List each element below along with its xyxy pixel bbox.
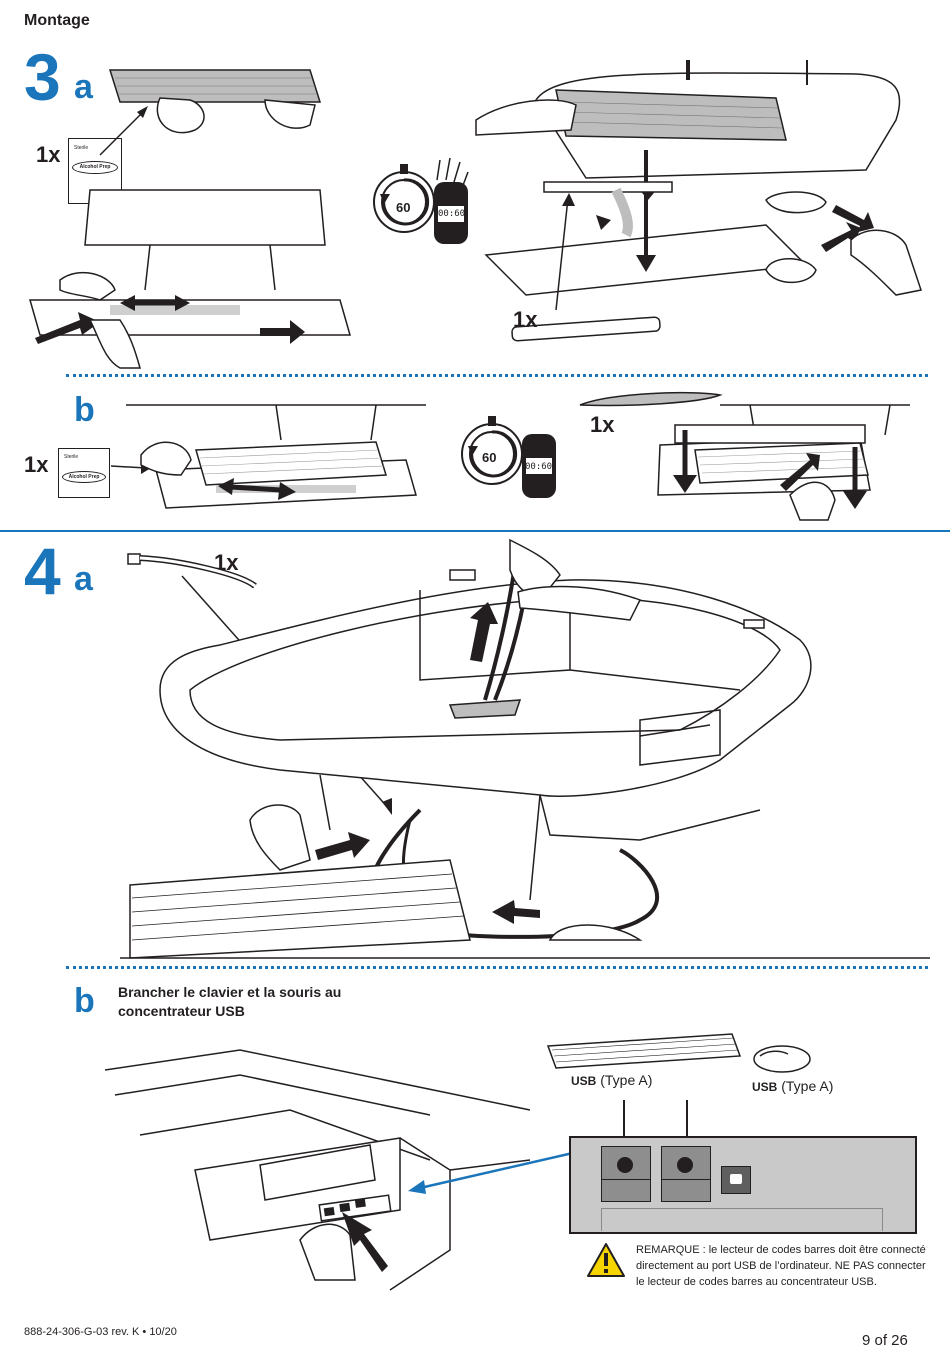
page-title: Montage <box>24 12 90 29</box>
step-4b-letter: b <box>74 982 95 1020</box>
mouse-pad <box>765 191 827 214</box>
document-number: 888-24-306-G-03 rev. K • 10/20 <box>24 1326 177 1338</box>
wipe-oval-label: Alcohol Prep <box>62 471 106 483</box>
hand-shape <box>156 97 205 134</box>
timer-60-seconds <box>461 416 556 498</box>
connector-line <box>623 1100 625 1158</box>
timer-clock-display: 00:60 <box>525 462 553 472</box>
hand-shape <box>850 229 922 296</box>
keyboard-usb-label: USB (Type A) <box>571 1072 653 1088</box>
callout-arrow <box>408 1148 587 1194</box>
illustration-4b-usb-hub <box>104 1049 531 1291</box>
step-3a-wipe-quantity: 1x <box>36 142 61 167</box>
step-3b-strip-quantity: 1x <box>590 412 615 437</box>
keyboard-shape <box>694 442 869 484</box>
mouse-usb-label: USB (Type A) <box>752 1078 834 1094</box>
hand-shape <box>475 99 577 136</box>
step-3-number: 3 <box>24 40 61 114</box>
panel-slot <box>601 1208 883 1231</box>
connector-line <box>686 1100 688 1158</box>
step-4a-letter: a <box>74 560 93 598</box>
arrow-shape <box>315 832 370 860</box>
tray-body <box>84 189 326 246</box>
warning-note-text: REMARQUE : le lecteur de codes barres do… <box>636 1244 926 1288</box>
illustration-4a-route-cables <box>120 538 930 959</box>
keyboard-icon <box>546 1033 742 1069</box>
section-divider <box>66 966 928 969</box>
usb-type-a-port <box>661 1146 711 1202</box>
page-number: 9 of 26 <box>862 1332 908 1349</box>
mouse-icon <box>753 1045 811 1073</box>
section-divider <box>66 374 928 377</box>
hand-shape <box>517 585 642 621</box>
step-3a-strip-quantity: 1x <box>513 307 538 332</box>
step-3b-wipe-quantity: 1x <box>24 452 49 477</box>
section-divider <box>0 530 950 532</box>
wipe-oval-label: Alcohol Prep <box>72 161 118 174</box>
adhesive-strip <box>511 316 661 342</box>
wipe-sterile-label: Sterile <box>64 454 79 460</box>
usb-hub-ports <box>318 1194 392 1222</box>
keyboard-shape <box>195 441 387 486</box>
illustration-3b-clean-shelf <box>110 404 426 509</box>
step-3a-letter: a <box>74 68 93 106</box>
alcohol-wipe-packet: Sterile Alcohol Prep <box>58 448 110 498</box>
keyboard-shape <box>129 859 471 959</box>
step-3b-letter: b <box>74 391 95 429</box>
arrow-shape <box>35 312 100 344</box>
usb-type-a-port <box>601 1146 651 1202</box>
wipe-sterile-label: Sterile <box>74 145 89 151</box>
usb-type-b-port <box>721 1166 751 1194</box>
hand-shape <box>789 481 836 521</box>
adhesive-strip <box>579 391 723 407</box>
illustration-3b-apply-strip <box>579 391 910 521</box>
warning-icon <box>587 1243 625 1277</box>
usb-hub-panel <box>569 1136 917 1234</box>
hand-shape <box>264 99 316 129</box>
hand-shape <box>249 804 311 871</box>
timer-seconds-label: 60 <box>482 450 497 465</box>
timer-seconds-label: 60 <box>396 200 411 215</box>
illustration-3a-clean-tray <box>29 69 351 369</box>
hand-shape <box>140 441 192 476</box>
arrow-shape <box>342 1212 388 1272</box>
alcohol-wipe-packet: Sterile Alcohol Prep <box>68 138 122 204</box>
step-4-number: 4 <box>24 534 61 608</box>
timer-clock-display: 00:60 <box>438 209 466 219</box>
mouse-pad <box>548 924 643 941</box>
mouse-pad <box>765 258 817 284</box>
tray-body <box>159 579 812 797</box>
hand-shape <box>299 1223 356 1281</box>
timer-60-seconds <box>373 157 469 244</box>
cable-tie-head <box>127 553 141 565</box>
step-4b-instruction: Brancher le clavier et la souris au conc… <box>118 984 342 1019</box>
illustration-3a-apply-strip <box>475 60 922 342</box>
